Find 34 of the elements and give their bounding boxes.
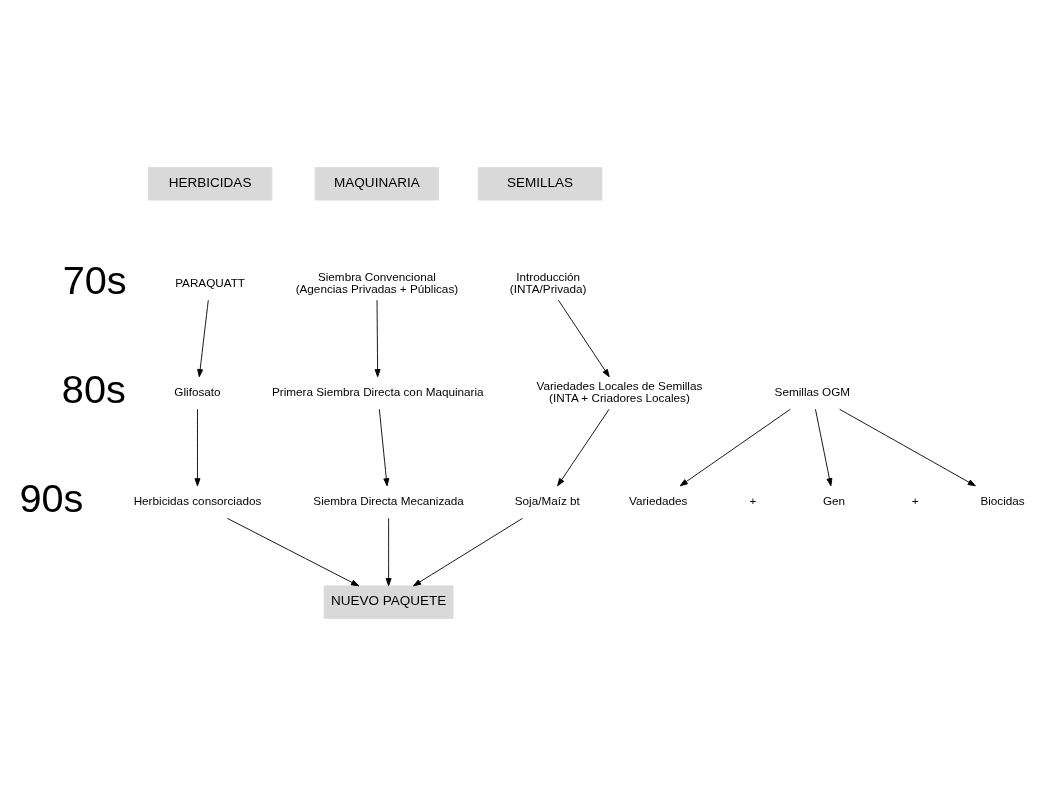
arrow <box>194 408 201 486</box>
arrow <box>557 408 610 486</box>
node-box: HERBICIDAS <box>147 166 273 200</box>
arrow <box>679 408 791 486</box>
node-box: NUEVO PAQUETE <box>323 585 454 619</box>
node-text: Primera Siembra Directa con Maquinaria <box>271 384 484 398</box>
node-box: MAQUINARIA <box>314 166 440 200</box>
node-text: Herbicidas consorciados <box>133 493 262 507</box>
node-box: SEMILLAS <box>477 166 603 200</box>
node-text: Gen <box>822 493 846 507</box>
node-text: PARAQUATT <box>175 275 246 289</box>
arrow <box>385 517 392 586</box>
node-text: Introducción (INTA/Privada) <box>509 269 587 295</box>
arrow <box>839 408 976 486</box>
node-text: Soja/Maíz bt <box>514 493 580 507</box>
label: 70s <box>62 257 127 302</box>
arrow <box>374 299 381 377</box>
label: + <box>911 493 919 507</box>
label: 90s <box>19 475 84 520</box>
arrow <box>378 408 390 486</box>
node-text: Semillas OGM <box>774 384 851 398</box>
node-text: Siembra Directa Mecanizada <box>313 493 464 507</box>
arrow <box>413 517 523 586</box>
node-text: Siembra Convencional (Agencias Privadas + Públicas) <box>295 269 459 295</box>
label: + <box>749 493 757 507</box>
node-text: Glifosato <box>174 384 221 398</box>
arrow <box>557 299 610 377</box>
node-text: Biocidas <box>980 493 1025 507</box>
arrow <box>226 517 360 586</box>
label: 80s <box>61 366 126 411</box>
node-text: Variedades Locales de Semillas (INTA + Criadores Locales) <box>536 378 703 404</box>
arrow <box>197 299 209 377</box>
arrow <box>815 408 833 486</box>
node-text: Variedades <box>628 493 688 507</box>
